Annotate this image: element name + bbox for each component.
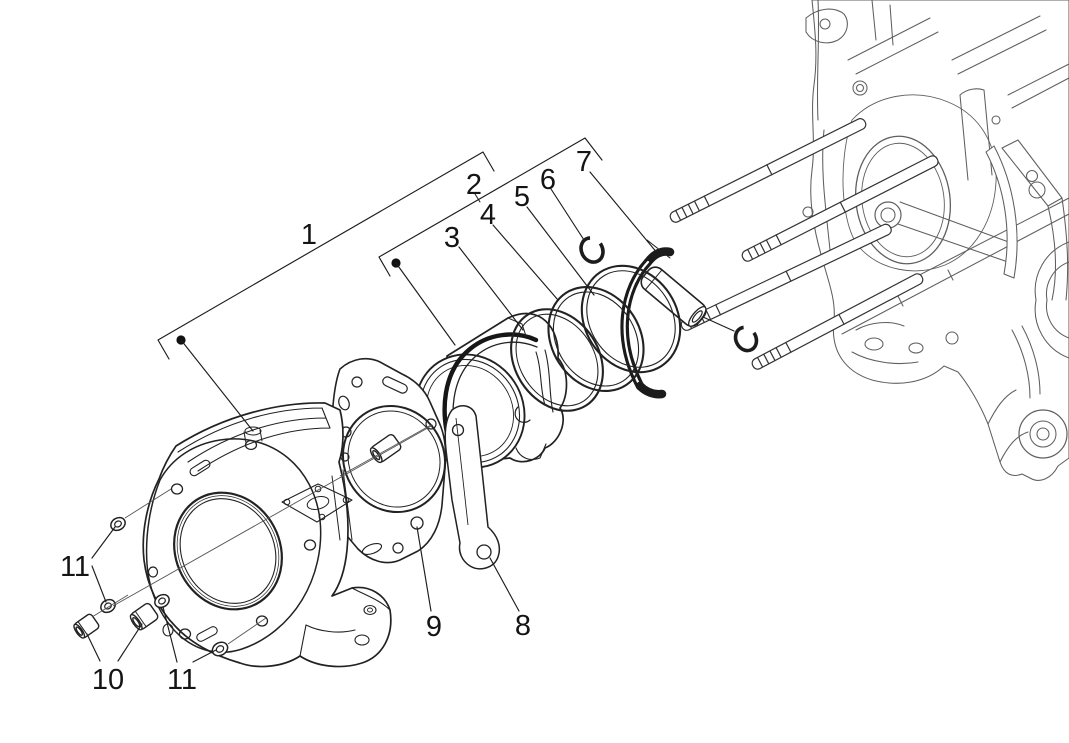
washers-bushes-drawing bbox=[73, 516, 229, 657]
circlips-drawing bbox=[579, 236, 759, 353]
callout-2: 2 bbox=[466, 169, 482, 201]
callout-11-upper: 11 bbox=[60, 551, 90, 583]
alignment-axis-lines bbox=[91, 424, 434, 645]
cam-chain-drawing bbox=[620, 247, 675, 399]
callout-7: 7 bbox=[576, 146, 592, 178]
callout-4: 4 bbox=[480, 199, 496, 231]
callout-9: 9 bbox=[426, 611, 442, 643]
callout-5: 5 bbox=[514, 181, 530, 213]
callout-10: 10 bbox=[92, 664, 124, 696]
callout-leader-lines bbox=[86, 137, 735, 663]
callout-6: 6 bbox=[540, 164, 556, 196]
callout-labels: 1 2 3 4 5 6 7 8 9 10 11 11 bbox=[60, 146, 592, 696]
cylinder-studs-drawing bbox=[669, 118, 939, 370]
cylinder-block-drawing bbox=[142, 402, 392, 668]
callout-8: 8 bbox=[515, 610, 531, 642]
callout-11-lower: 11 bbox=[167, 664, 197, 696]
piston-rings-drawing bbox=[510, 264, 682, 412]
wrist-pin-drawing bbox=[640, 266, 707, 327]
callout-3: 3 bbox=[444, 222, 460, 254]
head-gasket-drawing bbox=[328, 357, 447, 564]
callout-1: 1 bbox=[301, 219, 317, 251]
crankcase-drawing bbox=[802, 0, 1069, 481]
